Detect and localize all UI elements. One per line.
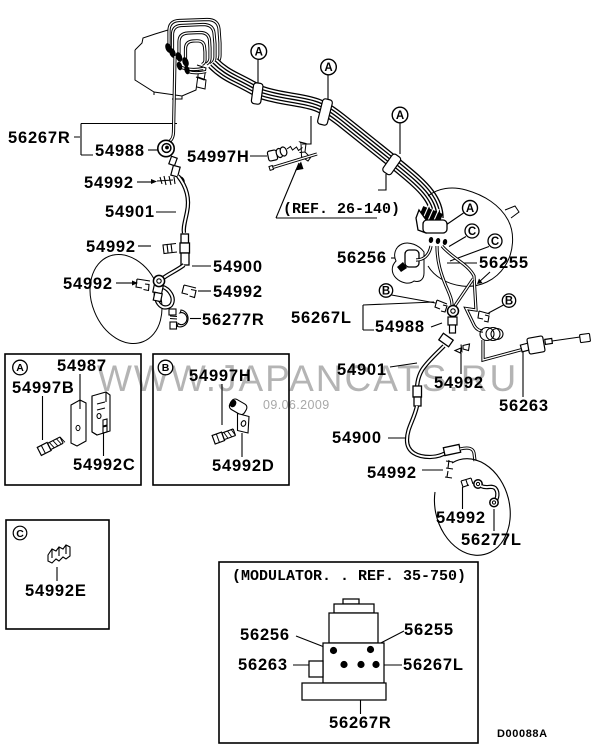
svg-text:54997B: 54997B (12, 379, 75, 397)
svg-text:56267R: 56267R (8, 129, 71, 147)
svg-text:56256: 56256 (240, 626, 290, 644)
svg-text:56255: 56255 (479, 254, 529, 272)
svg-text:B: B (162, 362, 170, 374)
svg-text:54901: 54901 (105, 203, 155, 221)
svg-text:56267L: 56267L (291, 309, 352, 327)
svg-text:D00088A: D00088A (497, 728, 548, 740)
svg-text:B: B (382, 286, 390, 298)
svg-text:C: C (468, 226, 476, 238)
svg-text:C: C (16, 528, 24, 540)
svg-text:B: B (505, 296, 513, 308)
svg-text:56263: 56263 (238, 656, 288, 674)
svg-text:54992E: 54992E (25, 582, 87, 600)
svg-text:56277R: 56277R (202, 311, 265, 329)
svg-text:56267R: 56267R (329, 714, 392, 732)
svg-text:A: A (466, 203, 474, 215)
svg-text:A: A (324, 62, 332, 74)
svg-text:09.06.2009: 09.06.2009 (263, 398, 330, 412)
svg-text:54987: 54987 (57, 357, 107, 375)
svg-text:54901: 54901 (337, 361, 387, 379)
svg-text:54997H: 54997H (189, 367, 252, 385)
svg-text:54988: 54988 (375, 318, 425, 336)
svg-text:56277L: 56277L (461, 531, 522, 549)
svg-text:(MODULATOR. . REF. 35-750): (MODULATOR. . REF. 35-750) (232, 568, 466, 585)
svg-text:54900: 54900 (332, 429, 382, 447)
svg-text:A: A (255, 47, 263, 59)
svg-text:A: A (396, 110, 404, 122)
svg-text:54992: 54992 (213, 283, 263, 301)
svg-text:54992: 54992 (63, 275, 113, 293)
svg-text:56267L: 56267L (403, 656, 464, 674)
svg-text:C: C (491, 236, 499, 248)
svg-text:54992C: 54992C (73, 456, 136, 474)
svg-text:56263: 56263 (499, 397, 549, 415)
svg-text:A: A (16, 362, 24, 374)
svg-text:54992: 54992 (84, 174, 134, 192)
svg-text:54992: 54992 (86, 238, 136, 256)
svg-text:54992: 54992 (434, 374, 484, 392)
svg-text:54992: 54992 (436, 509, 486, 527)
svg-text:54900: 54900 (213, 258, 263, 276)
svg-text:54992: 54992 (367, 464, 417, 482)
svg-text:56255: 56255 (404, 621, 454, 639)
svg-text:54988: 54988 (95, 142, 145, 160)
svg-text:54997H: 54997H (187, 148, 250, 166)
svg-text:(REF. 26-140): (REF. 26-140) (283, 201, 400, 218)
svg-text:54992D: 54992D (212, 457, 275, 475)
svg-text:56256: 56256 (337, 249, 387, 267)
